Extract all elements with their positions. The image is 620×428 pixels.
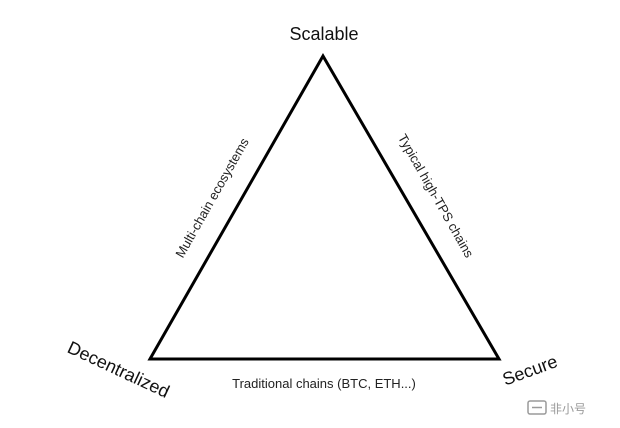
vertex-label-scalable: Scalable	[289, 24, 358, 44]
watermark-text: 非小号	[550, 402, 586, 416]
edge-label-multi-chain-ecosystems: Multi-chain ecosystems	[172, 135, 252, 260]
vertex-label-secure: Secure	[500, 351, 560, 389]
watermark-logo-icon	[527, 400, 547, 415]
watermark: 非小号	[527, 400, 586, 416]
edge-label-traditional-chains: Traditional chains (BTC, ETH...)	[232, 376, 416, 391]
trilemma-triangle	[147, 52, 502, 361]
edge-label-typical-high-tps-chains: Typical high-TPS chains	[395, 131, 477, 260]
